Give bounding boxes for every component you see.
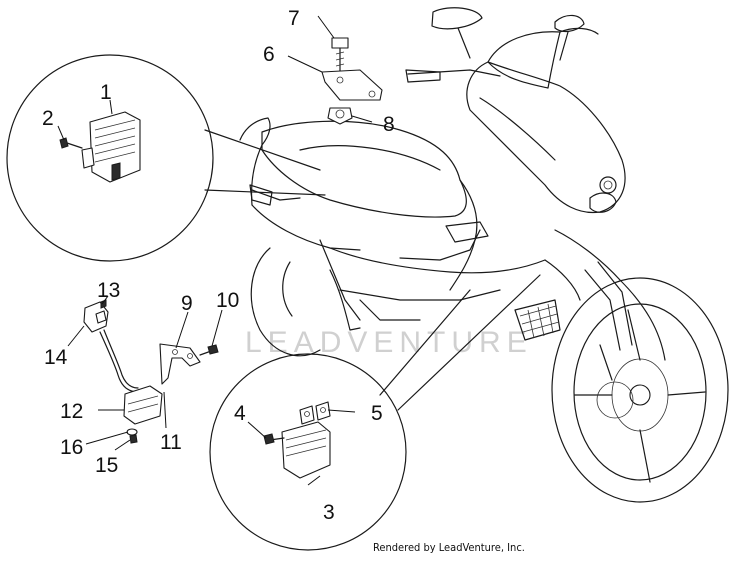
callout-13: 13: [97, 279, 120, 302]
callout-1: 1: [100, 81, 112, 104]
callout-10: 10: [216, 289, 239, 312]
inset-voltage-regulator-left: [6, 54, 326, 262]
callout-9: 9: [181, 292, 193, 315]
callout-5: 5: [371, 402, 383, 425]
callout-7: 7: [288, 7, 300, 30]
callout-4: 4: [234, 402, 246, 425]
inset-voltage-regulator-bottom: [209, 274, 541, 551]
callout-14: 14: [44, 346, 68, 369]
callout-2: 2: [42, 107, 54, 130]
callout-11: 11: [160, 431, 182, 454]
regulator-and-wiring-left: [83, 299, 219, 444]
callout-8: 8: [383, 113, 395, 136]
callout-15: 15: [95, 454, 118, 477]
callout-6: 6: [263, 43, 275, 66]
callout-3: 3: [323, 501, 335, 524]
callout-12: 12: [60, 400, 83, 423]
callout-numbers: 1 2 3 4 5 6 7 8 9 10 11 12 13 14 15 16: [42, 7, 395, 524]
rendered-by-credit: Rendered by LeadVenture, Inc.: [373, 541, 525, 554]
leader-lines: [57, 15, 373, 486]
callout-16: 16: [60, 436, 83, 459]
bracket-bolt-assembly-top: [321, 37, 383, 125]
